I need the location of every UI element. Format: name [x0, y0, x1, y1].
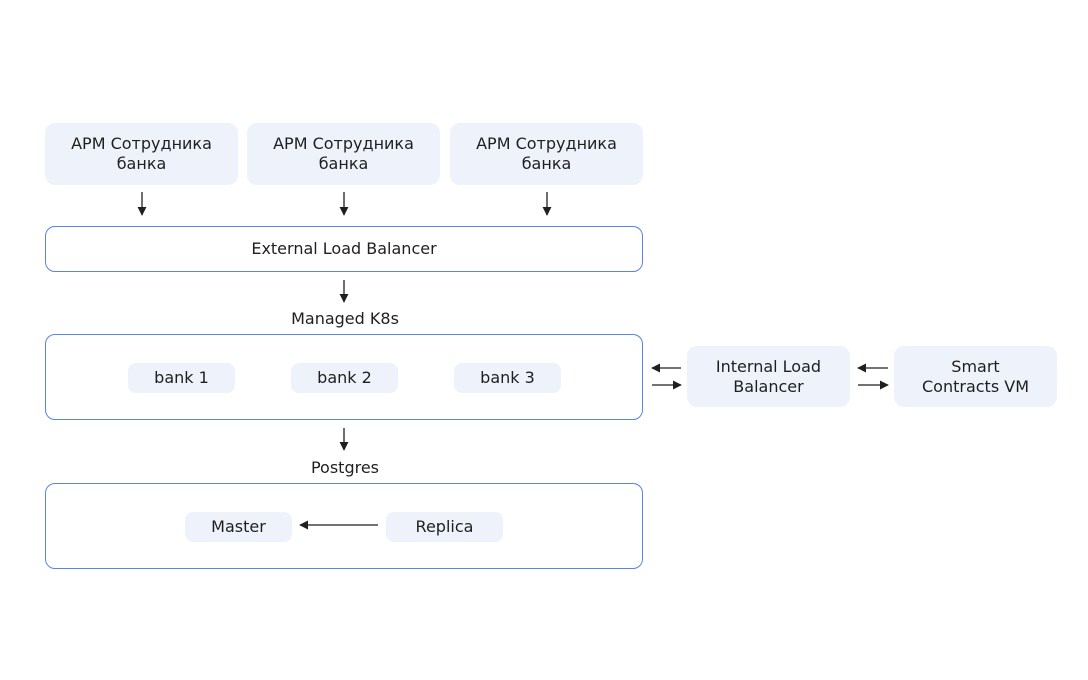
smart-contracts-vm: Smart Contracts VM [894, 346, 1057, 407]
workstation-2: АРМ Сотрудника банка [247, 123, 440, 185]
postgres-cluster [45, 483, 643, 569]
postgres-replica-label: Replica [415, 517, 474, 536]
workstation-3: АРМ Сотрудника банка [450, 123, 643, 185]
postgres-replica: Replica [386, 512, 503, 542]
internal-load-balancer-label: Internal Load Balancer [715, 356, 822, 396]
k8s-title: Managed K8s [291, 309, 399, 328]
workstation-3-label: АРМ Сотрудника банка [476, 134, 617, 173]
bank-3: bank 3 [454, 363, 561, 393]
postgres-title: Postgres [310, 458, 380, 477]
postgres-master: Master [185, 512, 292, 542]
bank-1-label: bank 1 [154, 368, 209, 387]
workstation-1: АРМ Сотрудника банка [45, 123, 238, 185]
postgres-master-label: Master [211, 517, 266, 536]
bank-3-label: bank 3 [480, 368, 535, 387]
workstation-1-label: АРМ Сотрудника банка [71, 134, 212, 173]
bank-2: bank 2 [291, 363, 398, 393]
bank-1: bank 1 [128, 363, 235, 393]
external-load-balancer: External Load Balancer [45, 226, 643, 272]
bank-2-label: bank 2 [317, 368, 372, 387]
workstation-2-label: АРМ Сотрудника банка [273, 134, 414, 173]
external-load-balancer-label: External Load Balancer [251, 239, 437, 258]
internal-load-balancer: Internal Load Balancer [687, 346, 850, 407]
smart-contracts-vm-label: Smart Contracts VM [922, 356, 1029, 396]
